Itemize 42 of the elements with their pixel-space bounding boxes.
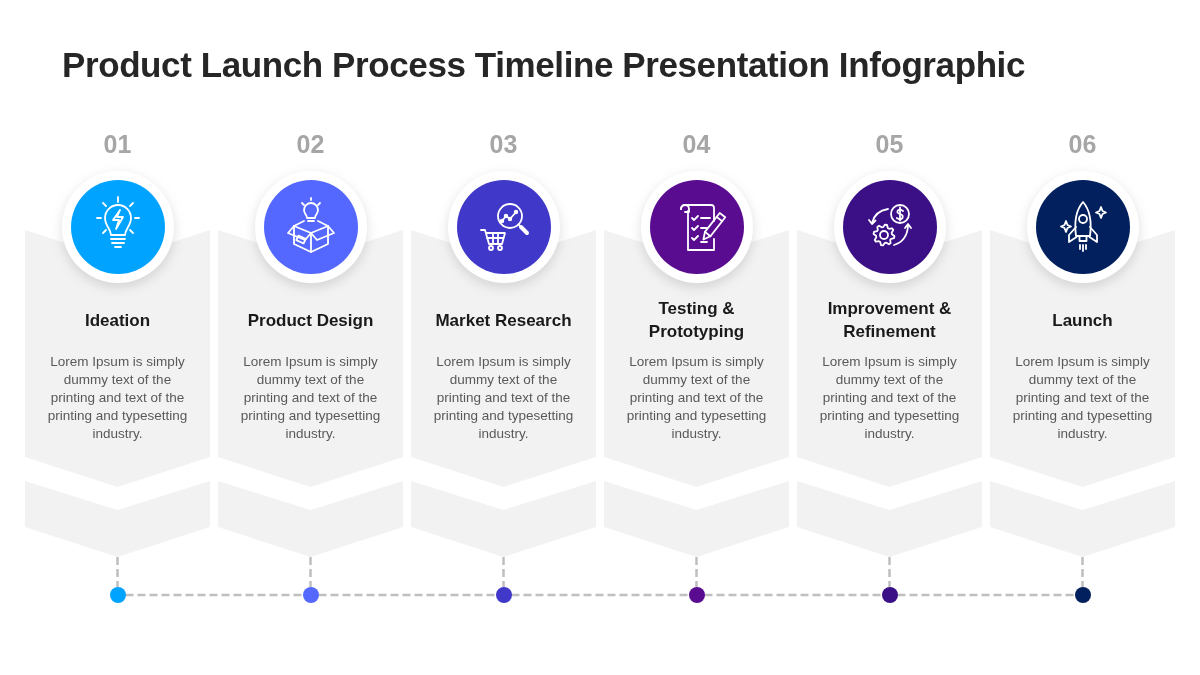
timeline-dot	[881, 587, 898, 603]
dashed-connector	[511, 593, 689, 597]
dashed-connector	[125, 593, 303, 597]
dashed-connector	[1081, 557, 1084, 587]
page-title: Product Launch Process Timeline Presentation Infographic	[62, 45, 1025, 85]
step-title: Improvement & Refinement	[826, 298, 953, 343]
chevron-band	[411, 481, 596, 557]
timeline-dot	[109, 587, 126, 603]
step-title: Ideation	[83, 309, 152, 332]
step-description: Lorem Ipsum is simply dummy text of the printing and text of the printing and typesetting industry.	[432, 353, 575, 443]
step-number: 01	[102, 129, 133, 159]
dashed-connector	[309, 557, 312, 587]
dashed-connector	[502, 557, 505, 587]
step-number: 06	[1067, 129, 1098, 159]
step-title: Market Research	[434, 309, 573, 332]
dashed-connector	[888, 557, 891, 587]
step-title: Testing & Prototyping	[647, 298, 746, 343]
dashed-connector	[318, 593, 496, 597]
dashed-connector	[704, 593, 882, 597]
timeline-dot	[688, 587, 705, 603]
timeline-dot	[302, 587, 319, 603]
chevron-band	[604, 481, 789, 557]
timeline-dot	[495, 587, 512, 603]
step-title: Product Design	[246, 309, 375, 332]
chevron-band	[990, 481, 1175, 557]
step-number: 02	[295, 129, 326, 159]
chevron-band	[797, 481, 982, 557]
dashed-connector	[897, 593, 1075, 597]
step-description: Lorem Ipsum is simply dummy text of the printing and text of the printing and typesetting industry.	[239, 353, 382, 443]
step-description: Lorem Ipsum is simply dummy text of the printing and text of the printing and typesetting industry.	[1011, 353, 1154, 443]
dashed-connector	[116, 557, 119, 587]
chevron-band	[218, 481, 403, 557]
step-description: Lorem Ipsum is simply dummy text of the printing and text of the printing and typesetting industry.	[46, 353, 189, 443]
chevron-band	[25, 481, 210, 557]
step-number: 05	[874, 129, 905, 159]
step-number: 04	[681, 129, 712, 159]
dashed-connector	[695, 557, 698, 587]
timeline-dot	[1074, 587, 1091, 603]
step-description: Lorem Ipsum is simply dummy text of the printing and text of the printing and typesetting industry.	[818, 353, 961, 443]
step-description: Lorem Ipsum is simply dummy text of the printing and text of the printing and typesetting industry.	[625, 353, 768, 443]
step-number: 03	[488, 129, 519, 159]
step-title: Launch	[1051, 309, 1114, 332]
